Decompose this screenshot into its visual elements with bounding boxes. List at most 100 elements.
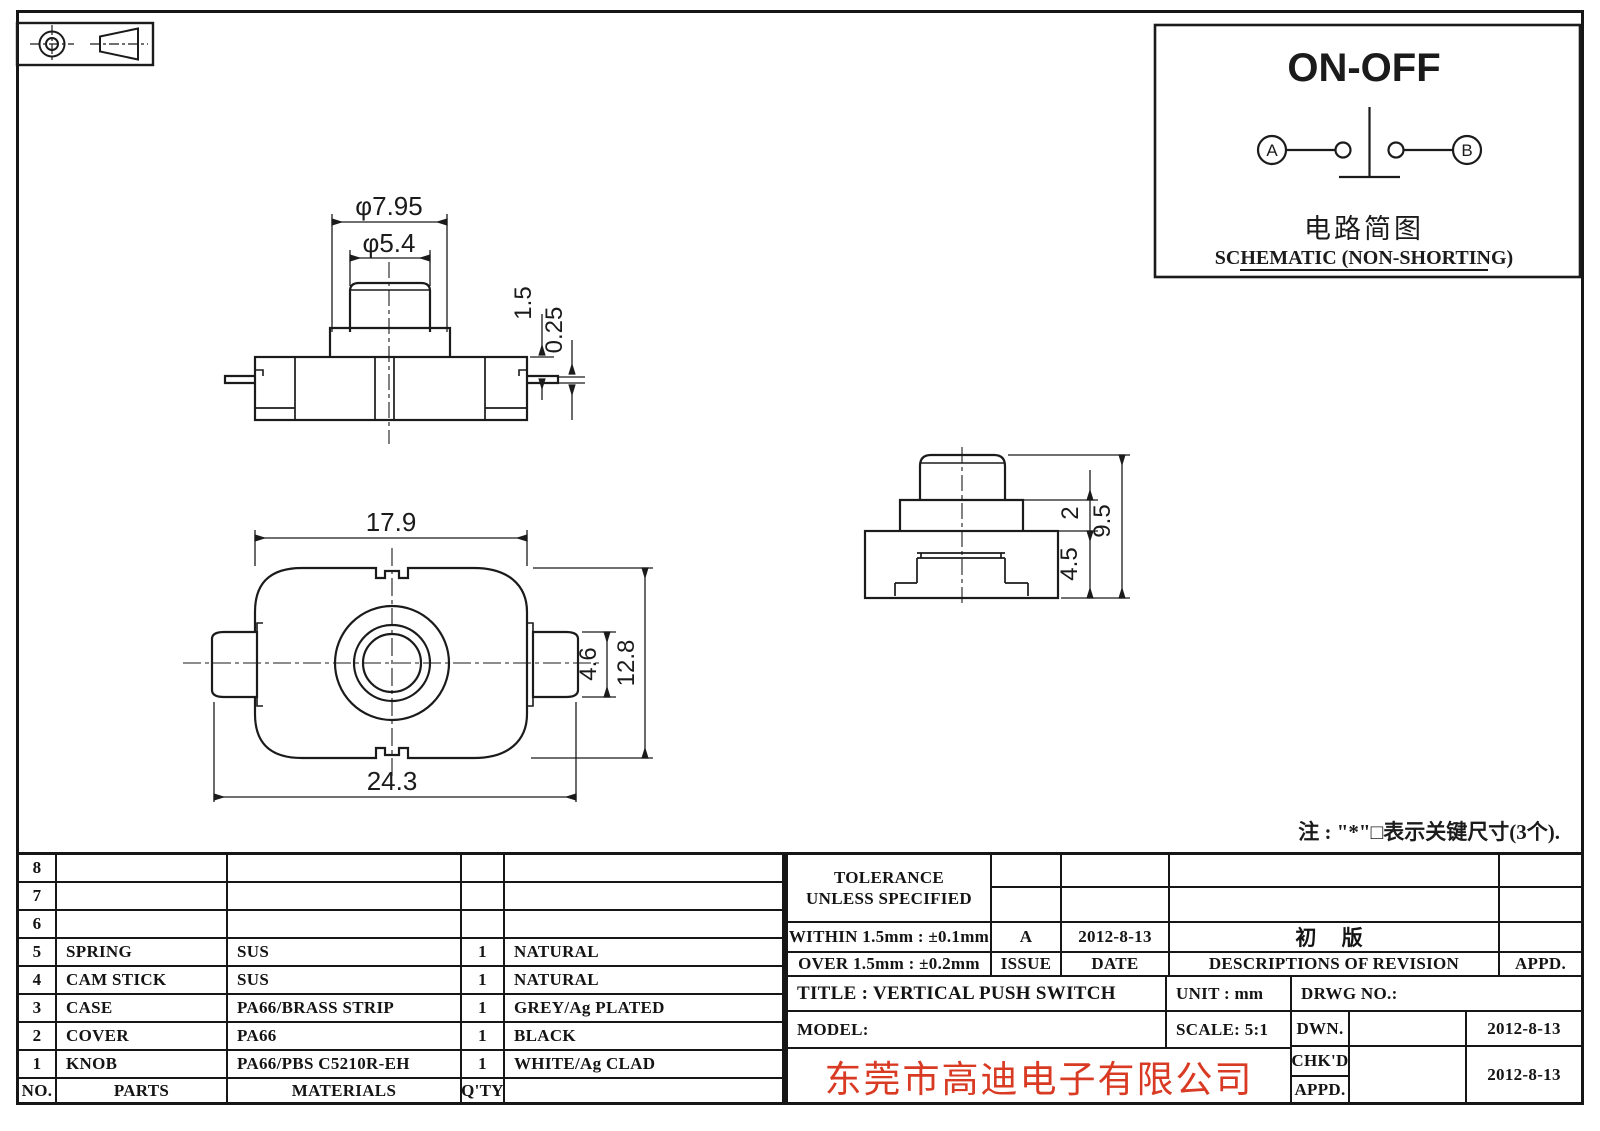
dim-base-height: 4.5 (1056, 547, 1083, 580)
dwn-date: 2012-8-13 (1467, 1012, 1581, 1047)
chkd-label: CHK'D (1292, 1047, 1350, 1077)
parts-header-qty: Q'TY (462, 1079, 505, 1102)
part-name: CAM STICK (57, 967, 228, 995)
part-finish: WHITE/Ag CLAD (505, 1051, 782, 1079)
part-material (228, 911, 462, 939)
part-material: SUS (228, 967, 462, 995)
revision-date-value: 2012-8-13 (1062, 923, 1170, 953)
part-name: SPRING (57, 939, 228, 967)
part-name: KNOB (57, 1051, 228, 1079)
part-material (228, 855, 462, 883)
parts-table: 8 7 6 5 SPRING SUS 1 NATURAL 4 CAM STICK… (16, 852, 785, 1105)
tolerance-line1: TOLERANCE (833, 867, 945, 887)
part-finish (505, 855, 782, 883)
part-no: 1 (19, 1051, 57, 1079)
part-finish: NATURAL (505, 939, 782, 967)
part-no: 3 (19, 995, 57, 1023)
table-cell (992, 855, 1062, 888)
dwn-label: DWN. (1292, 1012, 1350, 1047)
part-qty (462, 855, 505, 883)
parts-header-no: NO. (19, 1079, 57, 1102)
appd-label: APPD. (1292, 1077, 1350, 1102)
top-view: 17.9 24.3 4.6 12.8 (183, 507, 653, 802)
part-no: 5 (19, 939, 57, 967)
drwg-no-label: DRWG NO.: (1292, 977, 1581, 1012)
part-material: PA66 (228, 1023, 462, 1051)
schematic-panel: ON-OFF A B 电路简图 SCHEMATIC (NON-SHORTING) (1153, 23, 1582, 279)
chkd-appd-date: 2012-8-13 (1487, 1064, 1561, 1084)
projection-symbol-icon (15, 21, 155, 67)
dwn-signature-cell (1350, 1012, 1467, 1047)
tolerance-header: TOLERANCE UNLESS SPECIFIED (788, 855, 992, 923)
revision-description-value: 初 版 (1170, 923, 1500, 953)
table-cell (992, 888, 1062, 923)
part-finish: BLACK (505, 1023, 782, 1051)
part-qty: 1 (462, 1051, 505, 1079)
table-cell (1500, 923, 1581, 953)
scale-value: SCALE: 5:1 (1167, 1012, 1292, 1047)
table-cell (1500, 855, 1581, 888)
table-cell (1170, 888, 1500, 923)
terminal-b-label: B (1461, 141, 1472, 160)
part-no: 8 (19, 855, 57, 883)
company-name: 东莞市高迪电子有限公司 (788, 1047, 1292, 1102)
parts-header-parts: PARTS (57, 1079, 228, 1102)
revision-appd-label: APPD. (1500, 953, 1581, 977)
part-qty (462, 883, 505, 911)
table-cell (1500, 888, 1581, 923)
title-row: TITLE : VERTICAL PUSH SWITCH UNIT : mm D… (788, 977, 1581, 1012)
revision-description-label: DESCRIPTIONS OF REVISION (1170, 953, 1500, 977)
dim-body-height: 12.8 (613, 640, 640, 687)
part-material: PA66/PBS C5210R-EH (228, 1051, 462, 1079)
model-row: MODEL: SCALE: 5:1 DWN. 2012-8-13 (788, 1012, 1581, 1047)
front-view: φ7.95 φ5.4 1.5 0.25 (223, 191, 585, 444)
parts-header-materials: MATERIALS (228, 1079, 462, 1102)
terminal-a-label: A (1266, 141, 1278, 160)
parts-header-finish (505, 1079, 782, 1102)
part-finish (505, 911, 782, 939)
schematic-title: ON-OFF (1287, 46, 1440, 90)
unit-value: UNIT : mm (1167, 977, 1292, 1012)
dim-total-width: 24.3 (367, 766, 418, 796)
tolerance-over: OVER 1.5mm : ±0.2mm (788, 953, 992, 977)
dim-step-height: 2 (1057, 506, 1084, 519)
schematic-caption-cn: 电路简图 (1304, 214, 1424, 244)
table-cell (1062, 888, 1170, 923)
chkd-appd-signature-cell (1350, 1047, 1467, 1102)
dim-total-height: 9.5 (1089, 504, 1116, 537)
dim-collar-diameter: φ7.95 (355, 191, 422, 221)
part-name: CASE (57, 995, 228, 1023)
dim-knob-diameter: φ5.4 (362, 228, 415, 258)
tolerance-line2: UNLESS SPECIFIED (806, 889, 972, 908)
revision-strip: TOLERANCE UNLESS SPECIFIED WITHIN 1.5mm … (788, 855, 1581, 977)
part-name (57, 911, 228, 939)
dim-lead-thickness: 0.25 (541, 307, 568, 354)
part-no: 4 (19, 967, 57, 995)
revision-date-label: DATE (1062, 953, 1170, 977)
model-label: MODEL: (788, 1012, 1167, 1047)
part-no: 7 (19, 883, 57, 911)
part-material (228, 883, 462, 911)
side-view: 2 4.5 9.5 (863, 447, 1130, 606)
part-qty: 1 (462, 1023, 505, 1051)
part-qty: 1 (462, 967, 505, 995)
part-finish: NATURAL (505, 967, 782, 995)
switch-symbol (1256, 107, 1483, 179)
table-cell (1170, 855, 1500, 888)
part-finish (505, 883, 782, 911)
part-name (57, 883, 228, 911)
drawing-title: TITLE : VERTICAL PUSH SWITCH (788, 977, 1167, 1012)
tolerance-within: WITHIN 1.5mm : ±0.1mm (788, 923, 992, 953)
dim-step-height: 1.5 (510, 286, 537, 319)
part-qty: 1 (462, 995, 505, 1023)
revision-issue-label: ISSUE (992, 953, 1062, 977)
part-qty: 1 (462, 939, 505, 967)
part-name (57, 855, 228, 883)
part-material: SUS (228, 939, 462, 967)
title-block: TOLERANCE UNLESS SPECIFIED WITHIN 1.5mm … (785, 852, 1584, 1105)
part-finish: GREY/Ag PLATED (505, 995, 782, 1023)
table-cell (1062, 855, 1170, 888)
dim-body-width: 17.9 (366, 507, 417, 537)
schematic-caption-en: SCHEMATIC (NON-SHORTING) (1215, 247, 1513, 269)
